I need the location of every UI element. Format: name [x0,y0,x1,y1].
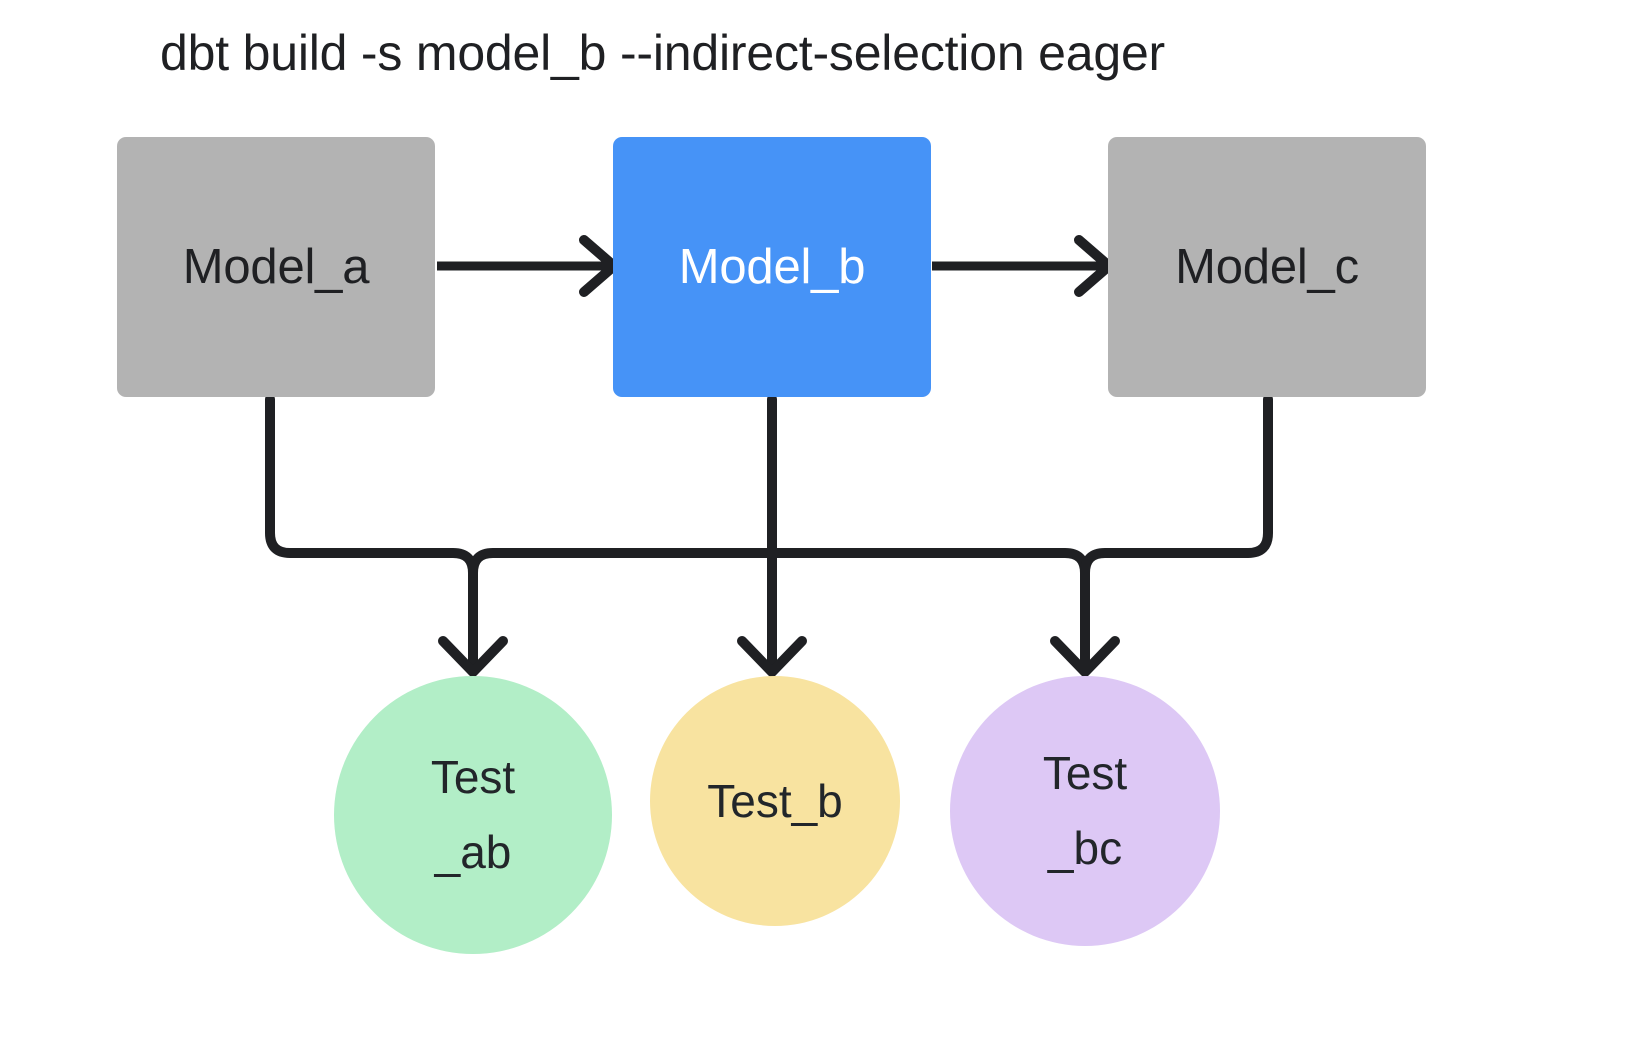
node-test-bc-label-line1: Test [1042,747,1128,800]
edge-model-a-to-model-b [437,235,619,297]
node-test-ab-label-line2: _ab [434,826,512,878]
arrowhead-test-bc [1050,636,1120,677]
node-test-b-label-line1: Test_b [707,774,843,827]
edge-model-a-to-test-ab [265,394,478,673]
node-test-bc-label-line2: _bc [1047,822,1123,874]
node-model-b[interactable]: Model_b [613,137,931,397]
edge-model-c-to-test-bc [1080,394,1273,673]
edge-model-b-to-test-ab [468,548,777,578]
node-test-ab[interactable]: Test _ab [334,676,612,954]
node-model-b-label: Model_b [678,239,866,294]
node-test-b[interactable]: Test_b [650,676,900,926]
node-model-c-label: Model_c [1175,239,1359,294]
diagram-title: dbt build -s model_b --indirect-selectio… [160,25,1166,81]
node-test-bc[interactable]: Test _bc [950,676,1220,946]
node-model-c[interactable]: Model_c [1108,137,1426,397]
arrowhead-test-ab [438,636,508,677]
node-model-a-label: Model_a [182,239,370,294]
node-model-a[interactable]: Model_a [117,137,435,397]
arrowhead-test-b [737,636,807,677]
edge-model-b-to-test-bc [767,548,1090,578]
edge-model-b-to-model-c [932,235,1114,297]
node-test-ab-label-line1: Test [430,751,516,804]
